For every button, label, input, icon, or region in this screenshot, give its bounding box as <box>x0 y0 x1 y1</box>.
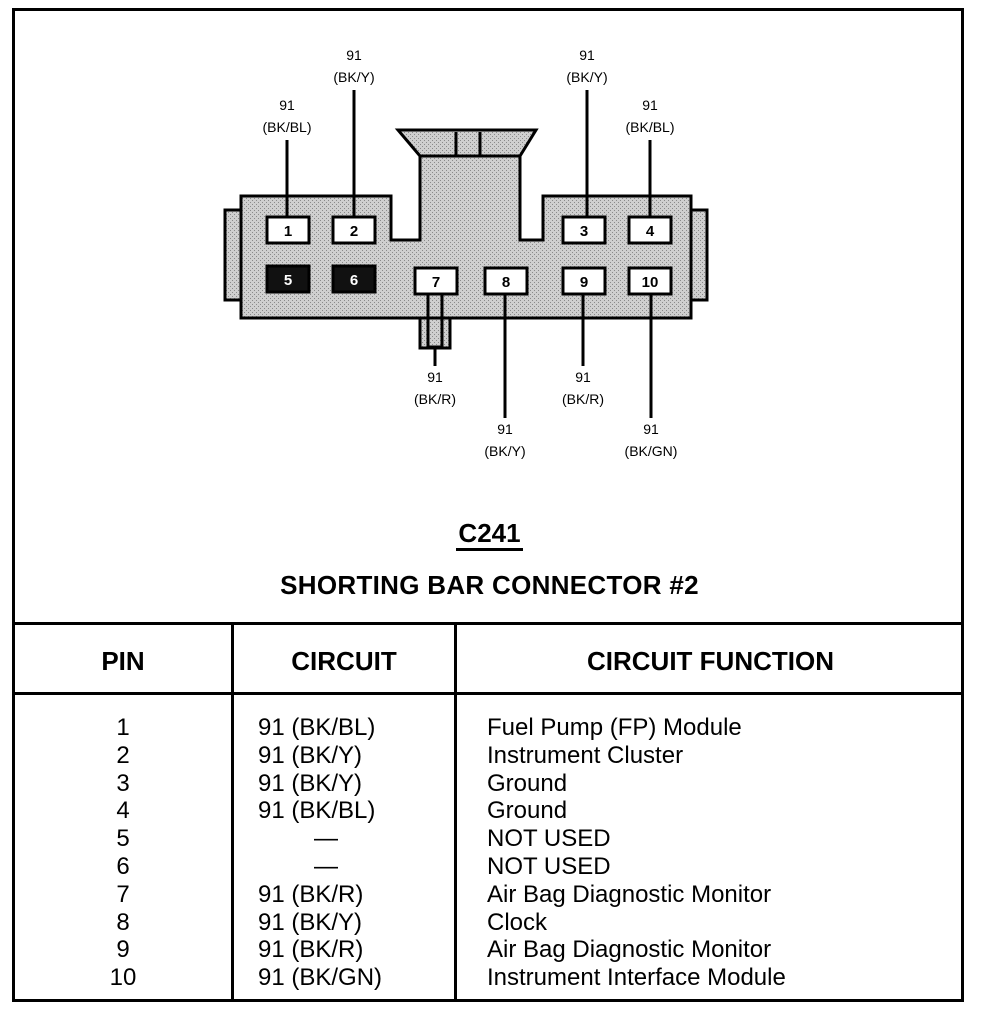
wire-color-code: (BK/R) <box>414 391 456 407</box>
pin-number: 2 <box>350 223 358 240</box>
table-cell-circuit: 91 (BK/Y) <box>258 741 363 769</box>
table-cell-function: Ground <box>487 797 568 825</box>
table-cell-pin: 6 <box>116 852 130 880</box>
wire-circuit-number: 91 <box>279 97 295 113</box>
wire-color-code: (BK/R) <box>562 391 604 407</box>
header-circuit-function: CIRCUIT FUNCTION <box>587 646 834 676</box>
pin-cavity <box>265 215 311 245</box>
pin-cavity <box>561 215 607 245</box>
table-cell-function: Ground <box>487 769 568 797</box>
pin-number: 10 <box>642 274 659 291</box>
wire-leads <box>285 90 653 418</box>
table-cell-circuit: 91 (BK/R) <box>258 880 364 908</box>
table-cell-function: Fuel Pump (FP) Module <box>487 714 742 741</box>
table-cell-pin: 3 <box>116 769 130 797</box>
figure-frame <box>12 8 964 1002</box>
wire-color-code: (BK/Y) <box>484 443 525 459</box>
pin-number: 8 <box>502 274 510 291</box>
wire-color-code: (BK/BL) <box>625 119 674 135</box>
pin-number: 5 <box>284 272 292 289</box>
table-cell-circuit: 91 (BK/Y) <box>258 769 363 797</box>
table-cell-function: Instrument Interface Module <box>487 964 786 992</box>
table-cell-function: NOT USED <box>487 825 611 853</box>
pin-number: 7 <box>432 274 440 291</box>
table-cell-circuit: — <box>314 852 338 880</box>
table-cell-pin: 10 <box>109 964 137 992</box>
wire-labels: 91(BK/BL)91(BK/Y)91(BK/Y)91(BK/BL)91(BK/… <box>262 47 677 459</box>
table-cell-pin: 9 <box>116 936 130 964</box>
pin-cavity <box>265 264 311 294</box>
table-cell-circuit: 91 (BK/R) <box>258 936 364 964</box>
connector-id: C241 <box>15 518 964 551</box>
table-cell-pin: 2 <box>116 741 130 769</box>
pin-cavity <box>331 264 377 294</box>
wire-circuit-number: 91 <box>643 421 659 437</box>
circuit-column: 91 (BK/BL)91 (BK/Y)91 (BK/Y)91 (BK/BL)——… <box>258 714 448 992</box>
wire-circuit-number: 91 <box>575 369 591 385</box>
table-cell-pin: 7 <box>116 880 130 908</box>
table-column-divider <box>231 622 234 1002</box>
pin-number: 9 <box>580 274 588 291</box>
wire-color-code: (BK/Y) <box>333 69 374 85</box>
pin-number: 1 <box>284 223 292 240</box>
pin-number: 4 <box>646 223 655 240</box>
wire-circuit-number: 91 <box>579 47 595 63</box>
header-circuit: CIRCUIT <box>291 646 397 676</box>
table-cell-function: NOT USED <box>487 852 611 880</box>
wire-circuit-number: 91 <box>642 97 658 113</box>
table-top-rule <box>12 622 964 625</box>
pin-cavity <box>331 215 377 245</box>
wire-circuit-number: 91 <box>497 421 513 437</box>
table-cell-function: Clock <box>487 908 548 936</box>
pin-cavity <box>627 266 673 296</box>
wire-circuit-number: 91 <box>346 47 362 63</box>
table-cell-pin: 1 <box>116 714 130 741</box>
connector-title: SHORTING BAR CONNECTOR #2 <box>280 570 699 600</box>
connector-diagram: 1 2 3 4 5 6 7 8 9 10 91 (BK/BL) 91 (BK/Y) 91 (BK/Y) 91 (… <box>223 47 709 459</box>
pin-cavity <box>413 266 459 296</box>
connector-id-text: C241 <box>456 518 523 551</box>
pin-cavity <box>483 266 529 296</box>
pin-cavity <box>627 215 673 245</box>
table-cell-circuit: 91 (BK/GN) <box>258 964 383 992</box>
table-column-divider <box>454 622 457 1002</box>
wire-color-code: (BK/GN) <box>625 443 678 459</box>
wire-color-code: (BK/BL) <box>262 119 311 135</box>
table-cell-circuit: 91 (BK/BL) <box>258 797 376 825</box>
table-cell-circuit: 91 (BK/BL) <box>258 714 376 741</box>
pin-number: 3 <box>580 223 588 240</box>
wire-circuit-number: 91 <box>427 369 443 385</box>
pin-cavities: 1 2 3 4 5 6 7 8 9 10 <box>265 215 673 296</box>
pin-cavity <box>561 266 607 296</box>
table-cell-circuit: — <box>314 825 338 853</box>
table-cell-pin: 8 <box>116 908 130 936</box>
table-cell-function: Air Bag Diagnostic Monitor <box>487 936 772 964</box>
table-cell-function: Air Bag Diagnostic Monitor <box>487 880 772 908</box>
header-pin: PIN <box>101 646 145 676</box>
table-header-rule <box>12 692 964 695</box>
table-cell-function: Instrument Cluster <box>487 741 684 769</box>
table-cell-pin: 4 <box>116 797 130 825</box>
table-cell-pin: 5 <box>116 825 130 853</box>
pin-number: 6 <box>350 272 358 289</box>
wire-color-code: (BK/Y) <box>566 69 607 85</box>
table-cell-circuit: 91 (BK/Y) <box>258 908 363 936</box>
